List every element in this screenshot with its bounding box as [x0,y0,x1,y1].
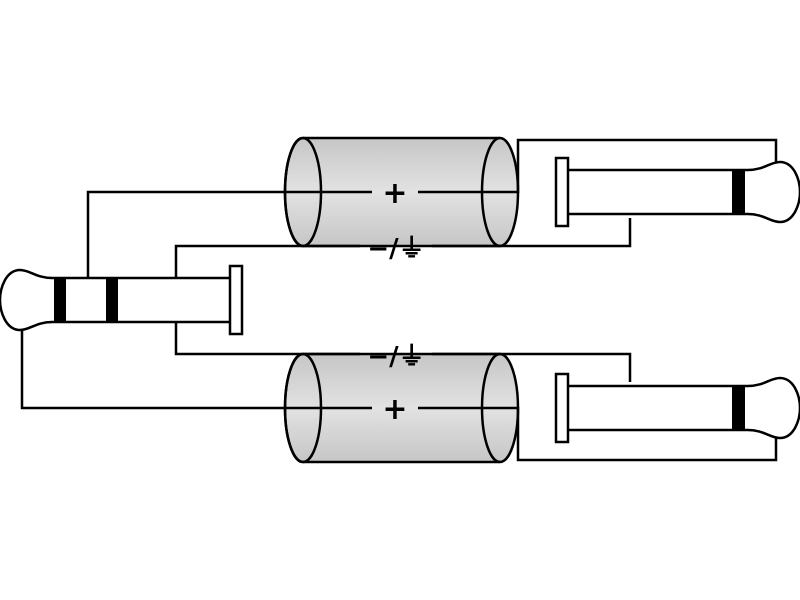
upper-ground-label: −/⏚ [367,234,424,264]
ts-plug-lower-collar [554,372,570,444]
ts-plug-upper-ring [732,171,745,213]
upper-hot-label: + [382,176,407,211]
upper-hot-wire [86,190,372,278]
ts-plug-lower-outline [568,376,800,440]
lower-hot-wire-out [418,406,778,462]
ts-plug-icon-upper [554,156,800,228]
upper-ground-wire-out [432,218,632,248]
ts-plug-lower-ring [732,387,745,429]
ts-plug-upper-collar [554,156,570,228]
ts-plug-upper-outline [568,160,800,224]
trs-plug-tip-ring [54,279,66,321]
trs-plug-icon [0,264,244,336]
lower-hot-wire [20,322,372,410]
trs-plug-ring-sleeve [106,279,118,321]
upper-ground-wire [174,244,360,278]
lower-ground-wire-out [432,352,632,382]
trs-plug-collar [228,264,244,336]
upper-hot-wire-out [418,138,778,194]
ts-plug-icon-lower [554,372,800,444]
lower-ground-wire [174,322,360,356]
lower-ground-label: −/⏚ [367,342,424,372]
lower-hot-label: + [382,392,407,427]
